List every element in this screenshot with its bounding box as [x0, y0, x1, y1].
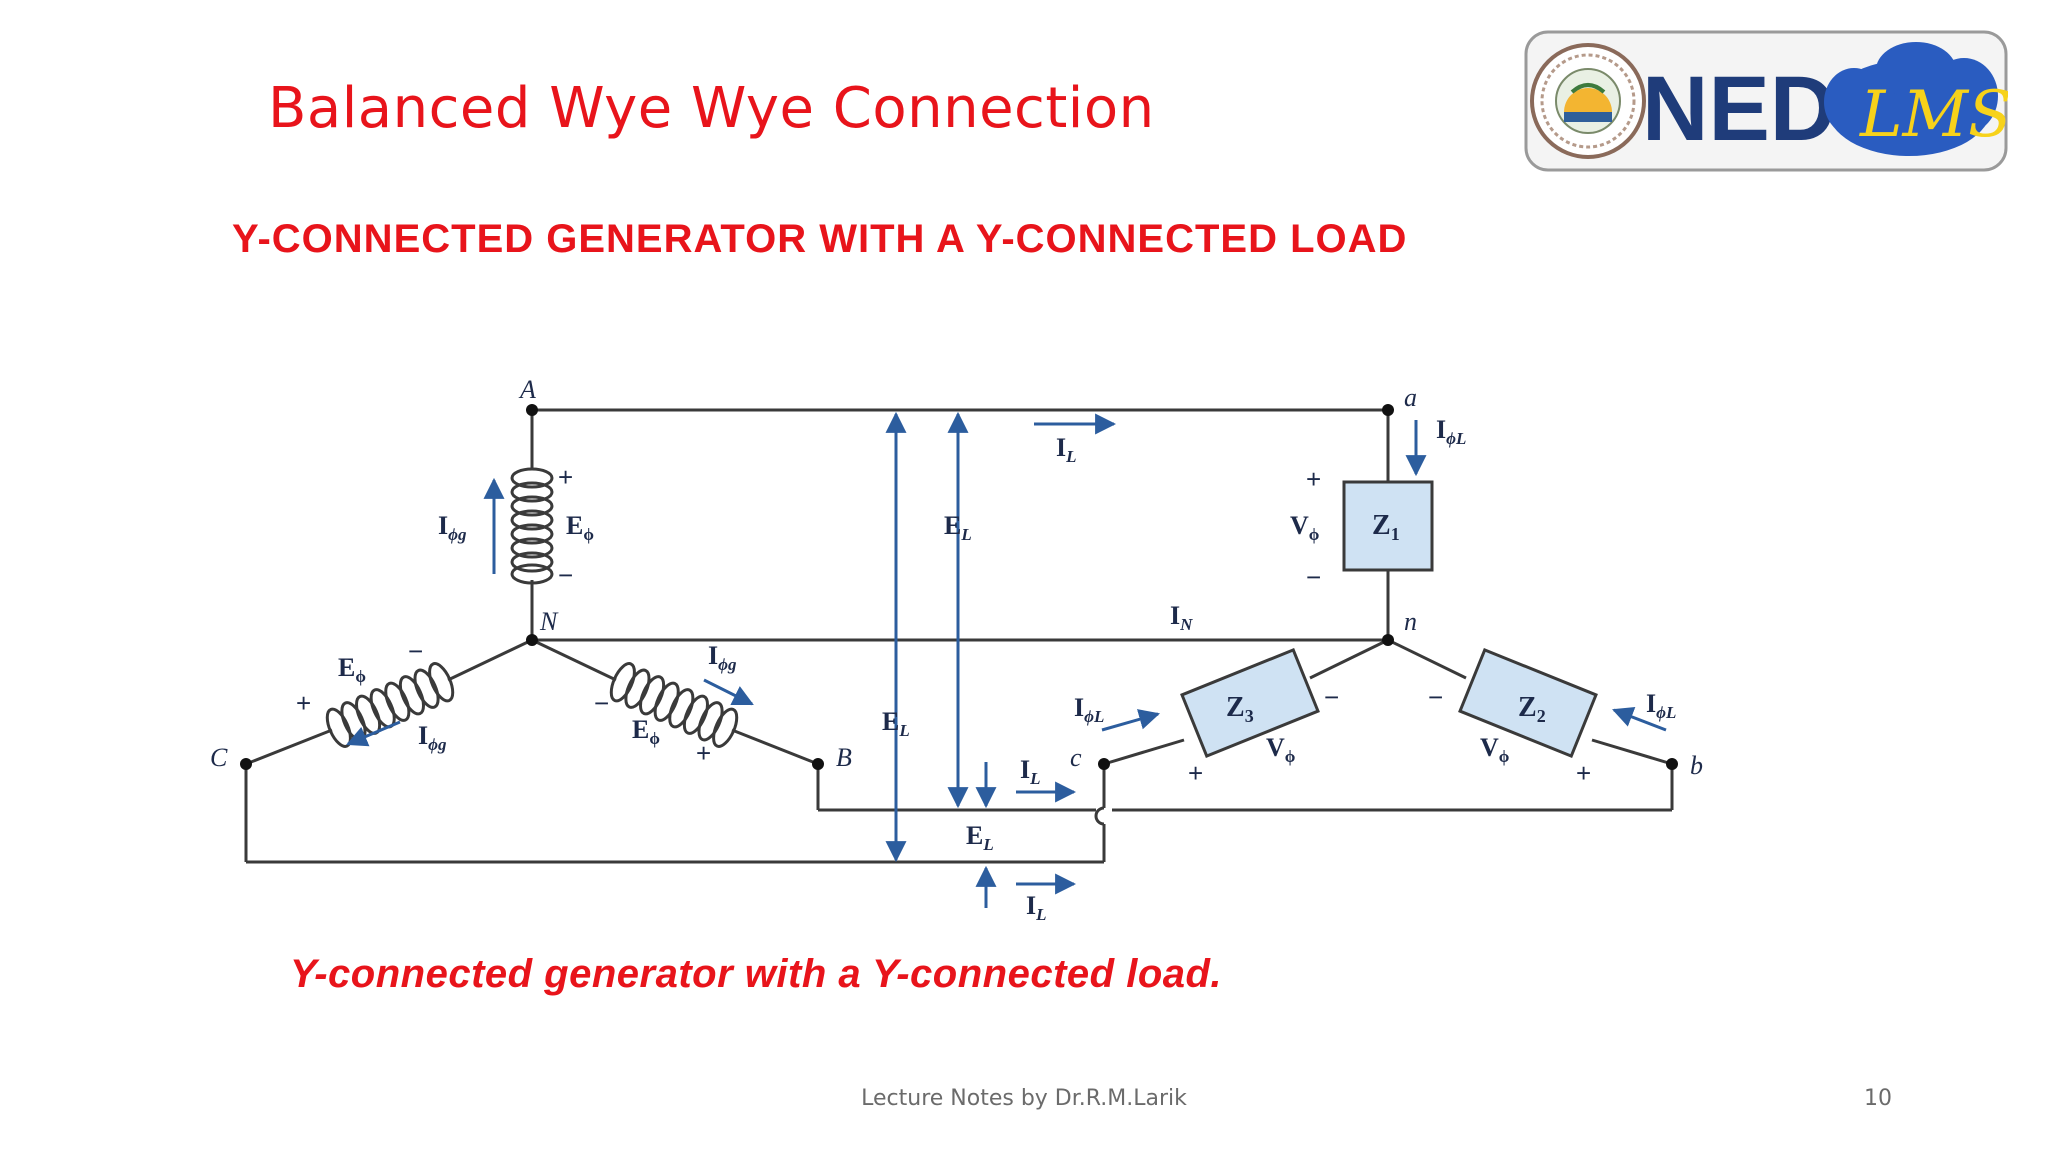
node-label-b: b: [1690, 751, 1703, 780]
minus-sign-z3: −: [1324, 682, 1339, 712]
coil-phase-a: [510, 467, 554, 585]
lead-n-z3: [1309, 638, 1389, 680]
i-phase-gen-label-b: Iϕg: [708, 641, 737, 674]
e-line-label-ca: EL: [882, 707, 910, 740]
impedance-z1: [1342, 480, 1434, 572]
i-phase-load-label-c: IϕL: [1074, 693, 1104, 726]
plus-sign-z1: +: [1306, 464, 1321, 494]
logo-ned-text: NED: [1642, 58, 1836, 160]
z1-label: Z1: [1372, 510, 1400, 544]
node-label-C: C: [210, 743, 228, 772]
e-line-label-bc: EL: [966, 821, 994, 854]
plus-sign-z2: +: [1576, 758, 1591, 788]
node-label-B: B: [836, 743, 852, 772]
lead-z2-b: [1591, 738, 1673, 766]
impedance-z2: [1458, 647, 1598, 759]
i-phase-gen-label-c: Iϕg: [418, 721, 447, 754]
lead-N-C-coil: [447, 638, 533, 682]
coil-phase-b: [609, 662, 739, 748]
z3-label: Z3: [1226, 692, 1254, 726]
i-line-label-a: IL: [1056, 433, 1077, 466]
impedance-z3: [1180, 647, 1320, 759]
i-neutral-label: IN: [1170, 601, 1193, 634]
plus-sign-ea: +: [558, 462, 573, 492]
ned-lms-logo: NED LMS: [1524, 30, 2008, 172]
lead-n-z2: [1387, 638, 1467, 680]
i-phase-gen-label-a: Iϕg: [438, 511, 467, 544]
node-label-n: n: [1404, 607, 1417, 636]
e-line-label-ab: EL: [944, 511, 972, 544]
e-phi-label-a: Eϕ: [566, 511, 594, 544]
node-label-c: c: [1070, 743, 1082, 772]
logo-lms-text: LMS: [1859, 78, 2008, 152]
z2-label: Z2: [1518, 692, 1546, 726]
i-phase-load-label-b: IϕL: [1646, 689, 1676, 722]
node-label-N: N: [539, 607, 559, 636]
arrows: [346, 411, 1667, 908]
plus-sign-eb: +: [696, 738, 711, 768]
minus-sign-ec: −: [408, 636, 423, 666]
e-phi-label-b: Eϕ: [632, 715, 660, 748]
node-dots: [240, 404, 1678, 770]
ned-seal-icon: [1530, 43, 1646, 159]
lead-z3-c: [1103, 738, 1185, 766]
page-number: 10: [1864, 1086, 1892, 1111]
i-line-label-c: IL: [1026, 891, 1047, 924]
lead-B: [731, 728, 819, 766]
node-label-a: a: [1404, 383, 1417, 412]
i-phase-load-label-a: IϕL: [1436, 415, 1466, 448]
plus-sign-ec: +: [296, 688, 311, 718]
lead-N-B-coil: [531, 638, 617, 682]
slide-title: Balanced Wye Wye Connection: [268, 76, 1155, 141]
minus-sign-z1: −: [1306, 562, 1321, 592]
e-phi-label-c: Eϕ: [338, 653, 366, 686]
v-phi-label-z2: Vϕ: [1480, 733, 1509, 766]
minus-sign-z2: −: [1428, 682, 1443, 712]
minus-sign-ea: −: [558, 560, 573, 590]
lead-C: [245, 728, 333, 766]
minus-sign-eb: −: [594, 688, 609, 718]
diagram-heading: Y-CONNECTED GENERATOR WITH A Y-CONNECTED…: [232, 217, 1408, 261]
diagram-caption: Y-connected generator with a Y-connected…: [290, 952, 1223, 996]
plus-sign-z3: +: [1188, 758, 1203, 788]
v-phi-label-z3: Vϕ: [1266, 733, 1295, 766]
v-phi-label-z1: Vϕ: [1290, 511, 1319, 544]
i-line-label-b: IL: [1020, 755, 1041, 788]
lms-cloud-icon: [1824, 42, 1998, 156]
node-label-A: A: [518, 375, 536, 404]
footer-text: Lecture Notes by Dr.R.M.Larik: [861, 1086, 1187, 1111]
